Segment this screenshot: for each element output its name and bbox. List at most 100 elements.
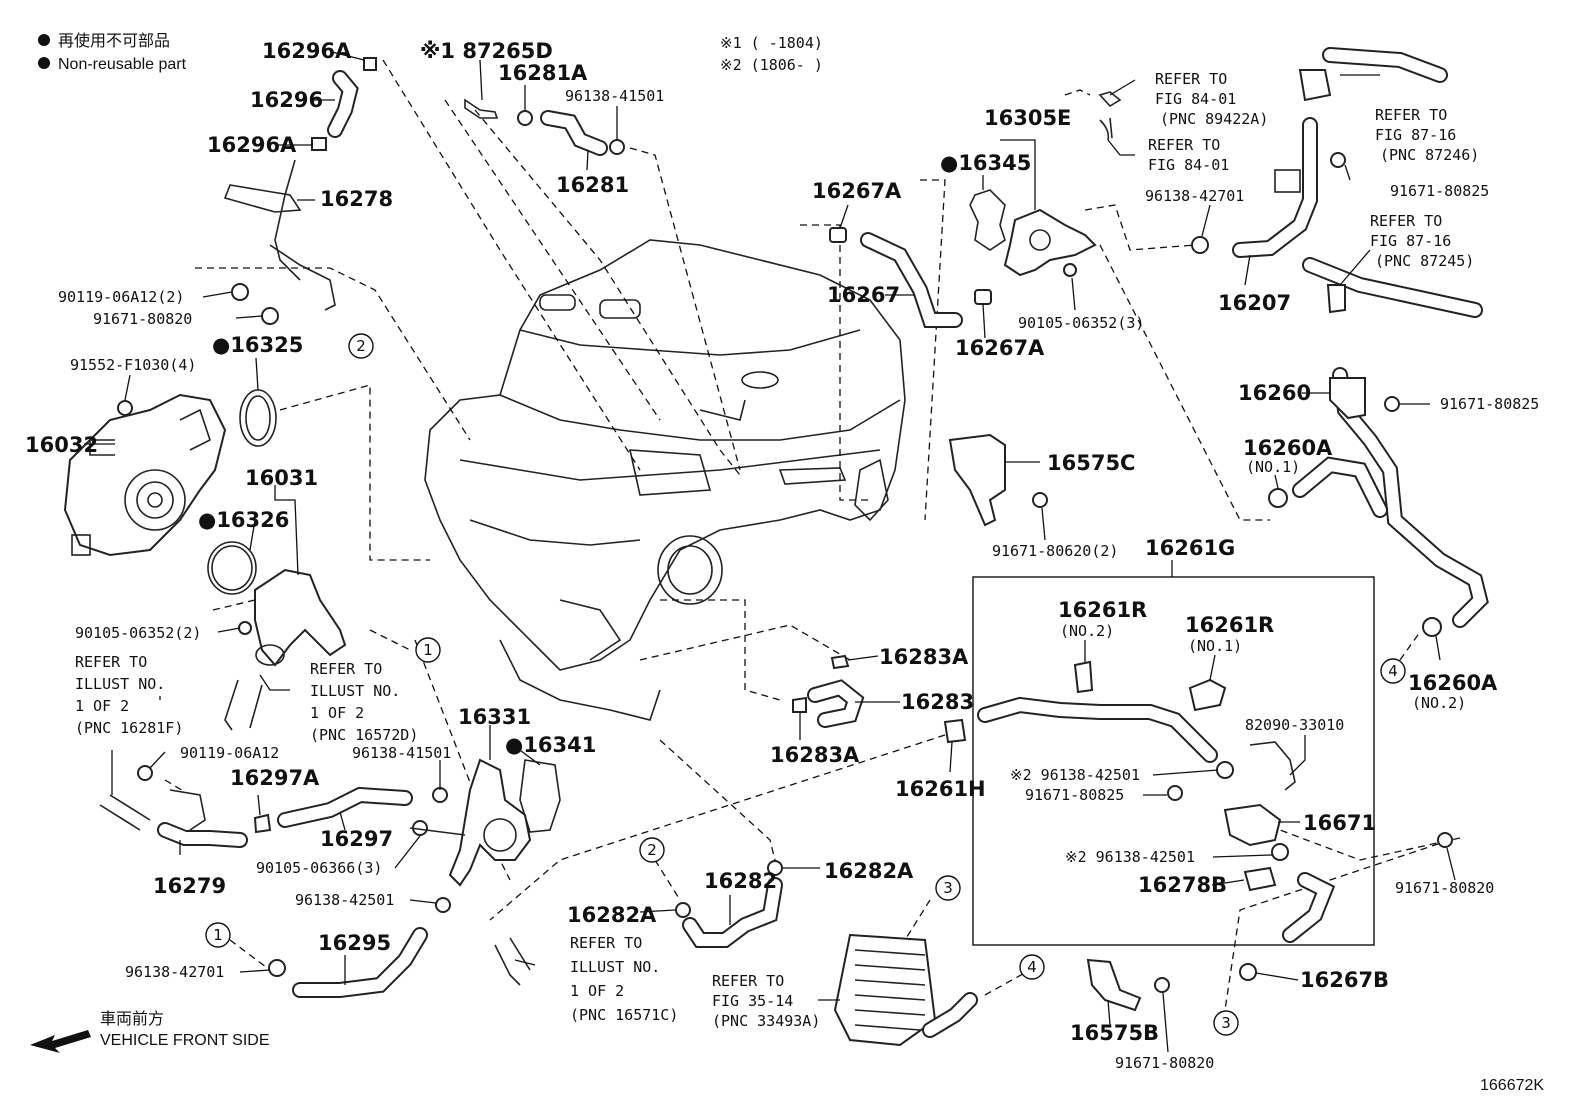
svg-text:FIG 87-16: FIG 87-16 bbox=[1370, 232, 1451, 250]
label-16341: ●16341 bbox=[505, 733, 596, 757]
svg-text:REFER TO: REFER TO bbox=[570, 934, 642, 952]
refer-fig-87-16-87245: REFER TO FIG 87-16 (PNC 87245) bbox=[1370, 212, 1474, 270]
label-16260A-no2: (NO.2) bbox=[1412, 694, 1466, 712]
label-16296: 16296 bbox=[250, 88, 323, 112]
engine-block bbox=[424, 239, 906, 721]
part-labels: 16296A 16296 16296A 16278 90119-06A12(2)… bbox=[25, 39, 1539, 1072]
parts-top-left bbox=[63, 57, 377, 731]
label-16260A-1: 16260A bbox=[1243, 436, 1333, 460]
svg-text:(PNC 16571C): (PNC 16571C) bbox=[570, 1006, 678, 1024]
label-16261R-1: 16261R bbox=[1185, 613, 1274, 637]
circle-ref-4b: 4 bbox=[1380, 658, 1406, 684]
label-16207: 16207 bbox=[1218, 291, 1291, 315]
label-16278: 16278 bbox=[320, 187, 393, 211]
svg-text:(PNC 89422A): (PNC 89422A) bbox=[1160, 110, 1268, 128]
refer-fig-87-16-87246: REFER TO FIG 87-16 (PNC 87246) bbox=[1375, 106, 1479, 164]
label-16282A-right: 16282A bbox=[824, 859, 914, 883]
label-91671-80620-2: 91671-80620(2) bbox=[992, 542, 1118, 560]
svg-text:REFER TO: REFER TO bbox=[75, 653, 147, 671]
label-96138-42701-b: 96138-42701 bbox=[125, 963, 224, 981]
parts-right-middle bbox=[948, 433, 1453, 1012]
label-16296A-top: 16296A bbox=[262, 39, 352, 63]
label-91671-80825-a: 91671-80825 bbox=[1390, 182, 1489, 200]
label-91671-80820-a: 91671-80820 bbox=[93, 310, 192, 328]
label-16295: 16295 bbox=[318, 931, 391, 955]
label-96138-42501-x2: ※2 96138-42501 bbox=[1065, 848, 1195, 866]
label-16296A-bottom: 16296A bbox=[207, 133, 297, 157]
label-91552-F1030: 91552-F1030(4) bbox=[70, 356, 196, 374]
footer: 車両前方 VEHICLE FRONT SIDE 166672K bbox=[100, 1010, 1544, 1094]
non-reusable-bullet-icon bbox=[38, 34, 50, 46]
refer-illust-16572D: REFER TO ILLUST NO. 1 OF 2 (PNC 16572D) bbox=[310, 660, 418, 744]
svg-text:FIG 35-14: FIG 35-14 bbox=[712, 992, 793, 1010]
label-16282: 16282 bbox=[704, 869, 777, 893]
svg-text:1: 1 bbox=[423, 641, 433, 659]
note-1: ※1 ( -1804) bbox=[720, 34, 823, 52]
label-16325: ●16325 bbox=[212, 333, 303, 357]
parts-top-right bbox=[1098, 47, 1489, 637]
refer-notes: REFER TO FIG 84-01 (PNC 89422A) REFER TO… bbox=[75, 70, 1479, 1030]
label-16032: 16032 bbox=[25, 433, 98, 457]
svg-text:2: 2 bbox=[647, 841, 657, 859]
label-16281A: 16281A bbox=[498, 61, 588, 85]
front-side-jp: 車両前方 bbox=[100, 1010, 164, 1028]
label-90105-06366-3: 90105-06366(3) bbox=[256, 859, 382, 877]
label-90119-06A12-2: 90119-06A12(2) bbox=[58, 288, 184, 306]
svg-text:REFER TO: REFER TO bbox=[1155, 70, 1227, 88]
label-90105-06352-3: 90105-06352(3) bbox=[1018, 314, 1144, 332]
circle-ref-1b: 1 bbox=[205, 922, 231, 948]
svg-text:(PNC 87246): (PNC 87246) bbox=[1380, 146, 1479, 164]
figure-id: 166672K bbox=[1480, 1077, 1544, 1094]
label-87265D: ※1 87265D bbox=[420, 39, 553, 63]
svg-text:4: 4 bbox=[1388, 662, 1398, 680]
non-reusable-bullet-icon bbox=[38, 57, 50, 69]
label-16278B: 16278B bbox=[1138, 873, 1227, 897]
refer-illust-16281F: REFER TO ILLUST NO. 1 OF 2 (PNC 16281F) bbox=[75, 653, 183, 737]
label-16261G: 16261G bbox=[1145, 536, 1235, 560]
label-16260: 16260 bbox=[1238, 381, 1311, 405]
label-16283A-top: 16283A bbox=[879, 645, 969, 669]
label-16331: 16331 bbox=[458, 705, 531, 729]
label-16305E: 16305E bbox=[984, 106, 1071, 130]
subassembly-box-16261G bbox=[972, 576, 1375, 946]
svg-text:1 OF 2: 1 OF 2 bbox=[75, 697, 129, 715]
label-16267A-top: 16267A bbox=[812, 179, 902, 203]
label-16261H: 16261H bbox=[895, 777, 986, 801]
circle-ref-1a: 1 bbox=[415, 637, 441, 663]
label-16267: 16267 bbox=[827, 283, 900, 307]
legend-jp: 再使用不可部品 bbox=[58, 32, 170, 50]
label-90119-06A12: 90119-06A12 bbox=[180, 744, 279, 762]
svg-text:FIG 84-01: FIG 84-01 bbox=[1148, 156, 1229, 174]
svg-text:1: 1 bbox=[213, 926, 223, 944]
legend: 再使用不可部品 Non-reusable part ※1 ( -1804) ※2… bbox=[38, 32, 823, 74]
label-16297: 16297 bbox=[320, 827, 393, 851]
label-91671-80825-c: 91671-80825 bbox=[1025, 786, 1124, 804]
circle-ref-2a: 2 bbox=[348, 333, 374, 359]
refer-fig-84-01-pnc: REFER TO FIG 84-01 (PNC 89422A) bbox=[1155, 70, 1268, 128]
label-96138-41501-a: 96138-41501 bbox=[565, 87, 664, 105]
label-16345: ●16345 bbox=[940, 151, 1031, 175]
label-16260A-2: 16260A bbox=[1408, 671, 1498, 695]
circle-ref-3b: 3 bbox=[1213, 1010, 1239, 1036]
label-82090-33010: 82090-33010 bbox=[1245, 716, 1344, 734]
front-side-en: VEHICLE FRONT SIDE bbox=[100, 1032, 270, 1049]
svg-text:REFER TO: REFER TO bbox=[712, 972, 784, 990]
label-16283: 16283 bbox=[901, 690, 974, 714]
svg-text:REFER TO: REFER TO bbox=[1370, 212, 1442, 230]
label-16282A-left: 16282A bbox=[567, 903, 657, 927]
circle-ref-3a: 3 bbox=[935, 875, 961, 901]
label-16575B: 16575B bbox=[1070, 1021, 1159, 1045]
svg-text:REFER TO: REFER TO bbox=[310, 660, 382, 678]
label-16326: ●16326 bbox=[198, 508, 289, 532]
label-16279: 16279 bbox=[153, 874, 226, 898]
svg-text:REFER TO: REFER TO bbox=[1148, 136, 1220, 154]
parts-center bbox=[30, 654, 978, 1053]
svg-text:ILLUST NO.: ILLUST NO. bbox=[310, 682, 400, 700]
svg-text:(PNC 16572D): (PNC 16572D) bbox=[310, 726, 418, 744]
label-96138-42501: 96138-42501 bbox=[295, 891, 394, 909]
label-16297A: 16297A bbox=[230, 766, 320, 790]
svg-text:(PNC 33493A): (PNC 33493A) bbox=[712, 1012, 820, 1030]
front-arrow-icon bbox=[30, 1030, 91, 1053]
svg-text:1 OF 2: 1 OF 2 bbox=[570, 982, 624, 1000]
